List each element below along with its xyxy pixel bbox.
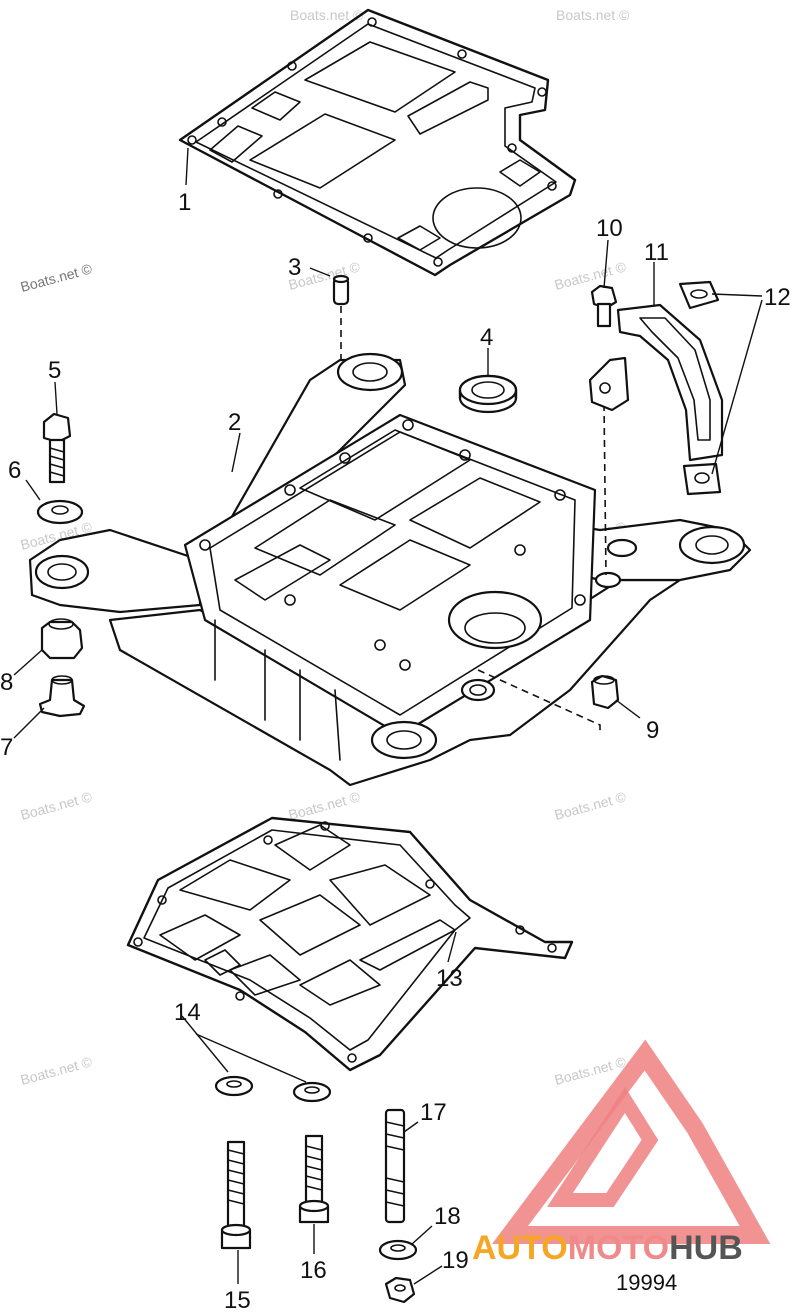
bolt-10: [590, 284, 618, 328]
left-bolt: [42, 412, 72, 484]
callout-14: 14: [174, 999, 201, 1026]
upper-gasket: [178, 8, 577, 277]
svg-text:AUTOMOTOHUB: AUTOMOTOHUB: [472, 1229, 743, 1267]
callout-9: 9: [646, 717, 659, 744]
logo-text-auto: AUTO: [472, 1229, 568, 1267]
watermark: Boats.net ©: [290, 7, 364, 23]
bolt-16: [298, 1134, 330, 1224]
automotohub-logo: AUTOMOTOHUB: [472, 1039, 771, 1267]
callout-7: 7: [0, 734, 13, 761]
watermark: Boats.net ©: [19, 788, 95, 823]
callout-17: 17: [420, 1099, 447, 1126]
callout-3: 3: [288, 254, 301, 281]
callout-5: 5: [48, 357, 61, 384]
washer-18: [378, 1239, 418, 1261]
drawing-code: 19994: [616, 1270, 677, 1295]
watermark: Boats.net ©: [19, 1053, 95, 1088]
callout-13: 13: [436, 965, 463, 992]
dash-line-10: [603, 403, 607, 576]
clip-nut-top: [678, 280, 720, 310]
lower-gasket: [126, 816, 574, 1072]
callout-11: 11: [644, 239, 669, 266]
bracket-11: [588, 303, 724, 462]
callout-15: 15: [224, 1287, 251, 1311]
watermark: Boats.net ©: [553, 788, 629, 823]
callout-2: 2: [228, 409, 241, 436]
callout-8: 8: [0, 669, 13, 696]
leader-lines: [13, 147, 763, 1285]
dash-line-9: [477, 669, 601, 735]
callout-labels: 1 2 3 4 5 6 7 8 9 10 11 12 13 14 15 16 1…: [0, 189, 791, 1314]
callout-19: 19: [442, 1247, 469, 1274]
dowel-pin: [332, 274, 350, 362]
callout-10: 10: [596, 215, 623, 242]
nut-19: [384, 1276, 416, 1304]
logo-text-moto: MOTO: [568, 1229, 669, 1267]
logo-triangle: [492, 1039, 771, 1244]
watermark: Boats.net ©: [556, 7, 630, 23]
bolt-15: [220, 1140, 252, 1250]
logo-text-hub: HUB: [669, 1229, 743, 1267]
callout-18: 18: [434, 1203, 461, 1230]
callout-4: 4: [480, 324, 493, 351]
clip-nut-bottom: [682, 462, 722, 496]
logo-triangle-inner: [547, 1086, 659, 1207]
watermark: Boats.net ©: [19, 260, 95, 295]
oil-seal: [458, 374, 518, 414]
callout-6: 6: [8, 457, 21, 484]
left-washer: [36, 499, 84, 525]
washer-14a: [214, 1075, 254, 1097]
washer-14b: [292, 1081, 332, 1103]
watermark: Boats.net ©: [287, 788, 363, 823]
callout-12: 12: [764, 284, 791, 311]
callout-1: 1: [178, 189, 191, 216]
watermark: Boats.net ©: [553, 258, 629, 293]
rubber-mount: [40, 618, 84, 660]
stud-17: [384, 1108, 406, 1224]
bushing: [38, 675, 86, 718]
adapter-housing: [28, 352, 752, 787]
callout-16: 16: [300, 1257, 327, 1284]
spacer-9: [590, 674, 620, 710]
